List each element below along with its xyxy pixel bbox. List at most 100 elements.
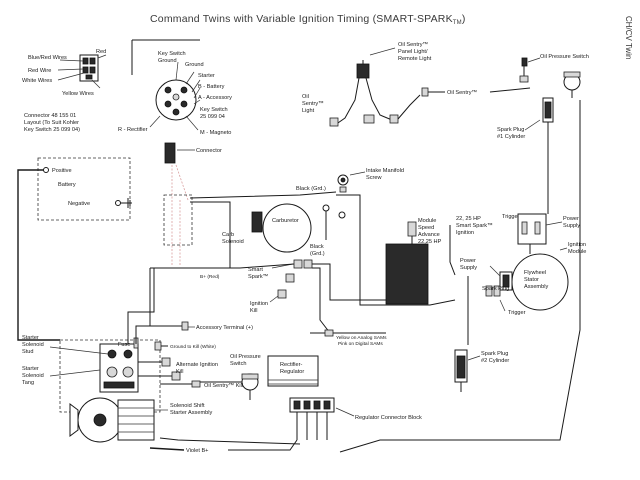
flywheel-stator: Flywheel Stator Assembly Power Supply Sp… bbox=[460, 253, 569, 316]
label-module-1: Module bbox=[418, 218, 436, 224]
starter-assembly bbox=[59, 339, 161, 443]
label-violet-b: Violet B+ bbox=[186, 448, 208, 454]
label-power-supply-mid-2: Supply bbox=[460, 265, 477, 271]
label-ignition-module-2: Module bbox=[568, 249, 586, 255]
ignition-module: 22, 25 HP Smart Spark™ Ignition Trigger … bbox=[456, 213, 586, 255]
label-oil-sentry-light-1: Oil bbox=[302, 94, 309, 100]
label-intake-1: Intake Manifold bbox=[366, 168, 404, 174]
label-solenoid-shift-2: Starter Assembly bbox=[170, 410, 212, 416]
rectifier-body bbox=[267, 355, 319, 387]
label-black-grd-mid-1: Black bbox=[310, 244, 324, 250]
diagram-title: Command Twins with Variable Ignition Tim… bbox=[150, 13, 466, 26]
flywheel-body bbox=[511, 253, 569, 311]
label-pink-digital: Pink on Digital SAMs bbox=[338, 341, 383, 347]
connector-block bbox=[289, 397, 335, 413]
label-carb-solenoid-2: Solenoid bbox=[222, 239, 244, 245]
label-oil-sentry-panel-1: Oil Sentry™ bbox=[398, 42, 428, 48]
label-smart-spark-1: Smart bbox=[248, 267, 263, 273]
label-key-switch-part-1: Key Switch bbox=[200, 107, 228, 113]
main-connector: Connector bbox=[163, 142, 222, 265]
spark-plug-1: Spark Plug #1 Cylinder bbox=[497, 97, 554, 145]
label-key-switch-ground-2: Ground bbox=[158, 58, 177, 64]
label-module-2: Speed bbox=[418, 225, 434, 231]
label-oil-pressure-switch-1: Oil Pressure bbox=[230, 354, 261, 360]
label-yellow-wires: Yellow Wires bbox=[62, 91, 94, 97]
label-connector-part-2: Layout (To Suit Kohler bbox=[24, 120, 79, 126]
label-power-supply-mid-1: Power bbox=[460, 258, 476, 264]
wire-right-loop bbox=[339, 100, 581, 453]
label-oil-sentry-kill: Oil Sentry™ Kill bbox=[204, 383, 243, 389]
label-starter-solenoid-3: Stud bbox=[22, 349, 34, 355]
label-key-switch-ground-1: Key Switch bbox=[158, 51, 186, 57]
label-spark-plug-1-a: Spark Plug bbox=[497, 127, 524, 133]
label-ground: Ground bbox=[185, 62, 204, 68]
label-red: Red bbox=[96, 49, 106, 55]
label-connector: Connector bbox=[196, 148, 222, 154]
key-switch: Key Switch Ground Ground Starter B - Bat… bbox=[118, 51, 232, 136]
oil-sentry-panel-light: Oil Sentry™ Panel Light/ Remote Light Oi… bbox=[302, 42, 531, 127]
intake-manifold-ground: Black (Grd.) Intake Manifold Screw bbox=[296, 168, 404, 193]
label-carb-solenoid-1: Carb bbox=[222, 232, 234, 238]
label-yellow-analog: Yellow on Analog SAMs bbox=[336, 335, 387, 341]
label-connector-part-1: Connector 48 155 01 bbox=[24, 113, 76, 119]
label-ignition-kill-2: Kill bbox=[250, 308, 257, 314]
label-starter-solenoid-2: Solenoid bbox=[22, 342, 44, 348]
label-rectifier-2: Regulator bbox=[280, 369, 304, 375]
label-oil-sentry-light-2: Sentry™ bbox=[302, 101, 324, 107]
label-intake-2: Screw bbox=[366, 175, 383, 181]
label-fuse: Fuse bbox=[118, 342, 130, 348]
label-black-grd-top: Black (Grd.) bbox=[296, 186, 326, 192]
label-starter-tang-1: Starter bbox=[22, 366, 39, 372]
regulator-connector-block: Regulator Connector Block bbox=[289, 397, 422, 440]
connector-plug bbox=[164, 142, 176, 164]
label-trigger-bottom: Trigger bbox=[508, 310, 526, 316]
label-r-rectifier: R - Rectifier bbox=[118, 127, 148, 133]
label-accessory-terminal: Accessory Terminal (+) bbox=[196, 325, 253, 331]
module-body bbox=[385, 243, 429, 305]
label-hp-2: Smart Spark™ bbox=[456, 223, 493, 229]
label-power-supply-top-1: Power bbox=[563, 216, 579, 222]
label-key-switch-part-2: 25 099 04 bbox=[200, 114, 225, 120]
label-ground-kill: Ground to Kill (White) bbox=[170, 344, 216, 350]
battery: Positive Battery Negative bbox=[37, 157, 132, 221]
label-spark-plug-2-a: Spark Plug bbox=[481, 351, 508, 357]
connector-layout: Blue/Red Wires Red Red Wire White Wires … bbox=[22, 49, 106, 133]
label-spark-plug-1-b: #1 Cylinder bbox=[497, 134, 525, 140]
label-ignition-kill-1: Ignition bbox=[250, 301, 268, 307]
label-ignition-module-1: Ignition bbox=[568, 242, 586, 248]
label-b-plus: B+ (Red) bbox=[200, 274, 220, 280]
label-oil-sentry-panel-3: Remote Light bbox=[398, 56, 432, 62]
alternate-ignition-kill: Alternate Ignition Kill bbox=[138, 357, 218, 381]
label-smart-spark-2: Spark™ bbox=[248, 274, 268, 280]
label-red-wire: Red Wire bbox=[28, 68, 51, 74]
label-trigger-top: Trigger bbox=[502, 214, 520, 220]
analog-digital-note: Yellow on Analog SAMs Pink on Digital SA… bbox=[310, 329, 387, 347]
label-oil-pressure-switch-2: Switch bbox=[230, 361, 246, 367]
label-starter-solenoid-1: Starter bbox=[22, 335, 39, 341]
label-alt-ignition-1: Alternate Ignition bbox=[176, 362, 218, 368]
label-blue-red-wires: Blue/Red Wires bbox=[28, 55, 67, 61]
label-alt-ignition-2: Kill bbox=[176, 369, 183, 375]
label-starter-tang-3: Tang bbox=[22, 380, 34, 386]
label-spark-plug-2-label: Spark Plug bbox=[482, 286, 509, 292]
rectifier-regulator: Rectifier- Regulator bbox=[267, 355, 319, 387]
label-module-4: 22,25 HP bbox=[418, 239, 442, 245]
label-hp-1: 22, 25 HP bbox=[456, 216, 481, 222]
label-oil-pressure-switch-top: Oil Pressure Switch bbox=[540, 54, 589, 60]
label-flywheel-1: Flywheel bbox=[524, 270, 546, 276]
label-negative: Negative bbox=[68, 201, 90, 207]
label-power-supply-top-2: Supply bbox=[563, 223, 580, 229]
label-solenoid-shift-1: Solenoid Shift bbox=[170, 403, 205, 409]
wire-battery-positive bbox=[17, 169, 60, 341]
oil-pressure-switch-top: Oil Pressure Switch bbox=[519, 54, 589, 98]
spark-plug-2: Spark Plug #2 Cylinder bbox=[454, 349, 509, 392]
oil-pressure-switch-bottom: Oil Pressure Switch bbox=[200, 354, 261, 400]
speed-advance-module: Module Speed Advance 22,25 HP bbox=[385, 218, 442, 305]
label-connector-part-3: Key Switch 25 099 04) bbox=[24, 127, 80, 133]
label-oil-sentry-right: Oil Sentry™ bbox=[447, 90, 477, 96]
label-oil-sentry-panel-2: Panel Light/ bbox=[398, 49, 428, 55]
label-white-wires: White Wires bbox=[22, 78, 52, 84]
side-label: CH/CV Twin bbox=[624, 16, 633, 59]
label-regulator-block: Regulator Connector Block bbox=[355, 415, 422, 421]
